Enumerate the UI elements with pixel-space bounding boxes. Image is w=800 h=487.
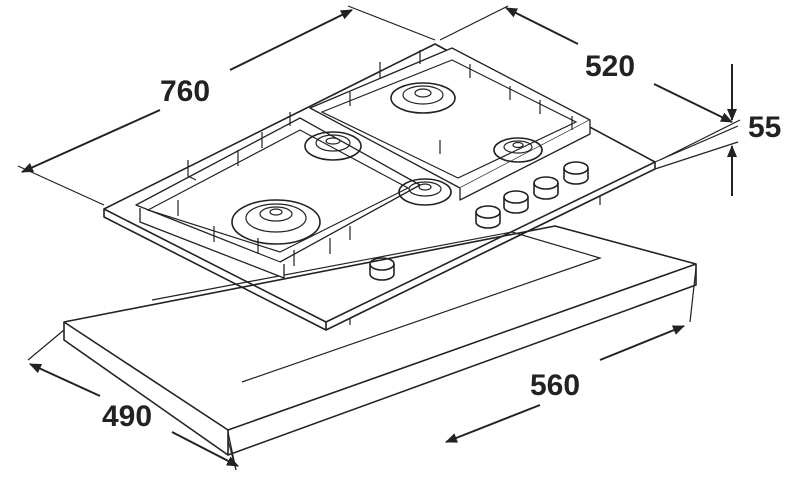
burners [231,82,543,245]
dimension-560: 560 [227,267,697,471]
burner-large-front [231,199,321,245]
burner-medium-left-rear [304,131,362,161]
knob-3 [503,190,529,214]
knob-1 [369,257,395,281]
dimension-520: 520 [439,5,741,161]
knob-4 [533,176,559,200]
dimension-55: 55 [654,64,781,196]
dimension-760: 760 [17,5,436,206]
dim-hob-height: 55 [748,111,781,144]
dimension-490: 490 [27,329,239,471]
burner-medium-center [398,178,452,206]
worktop-slab [63,225,697,456]
control-knobs [369,161,589,281]
knob-2 [475,205,501,229]
dim-hob-width: 760 [160,75,210,108]
burner-small-right [493,137,543,163]
cutout-opening [151,231,602,383]
dim-cutout-width: 560 [530,369,580,402]
dim-hob-depth: 520 [585,50,635,83]
knob-5 [563,161,589,185]
dim-cutout-depth: 490 [102,400,152,433]
burner-large-rear [390,82,456,114]
